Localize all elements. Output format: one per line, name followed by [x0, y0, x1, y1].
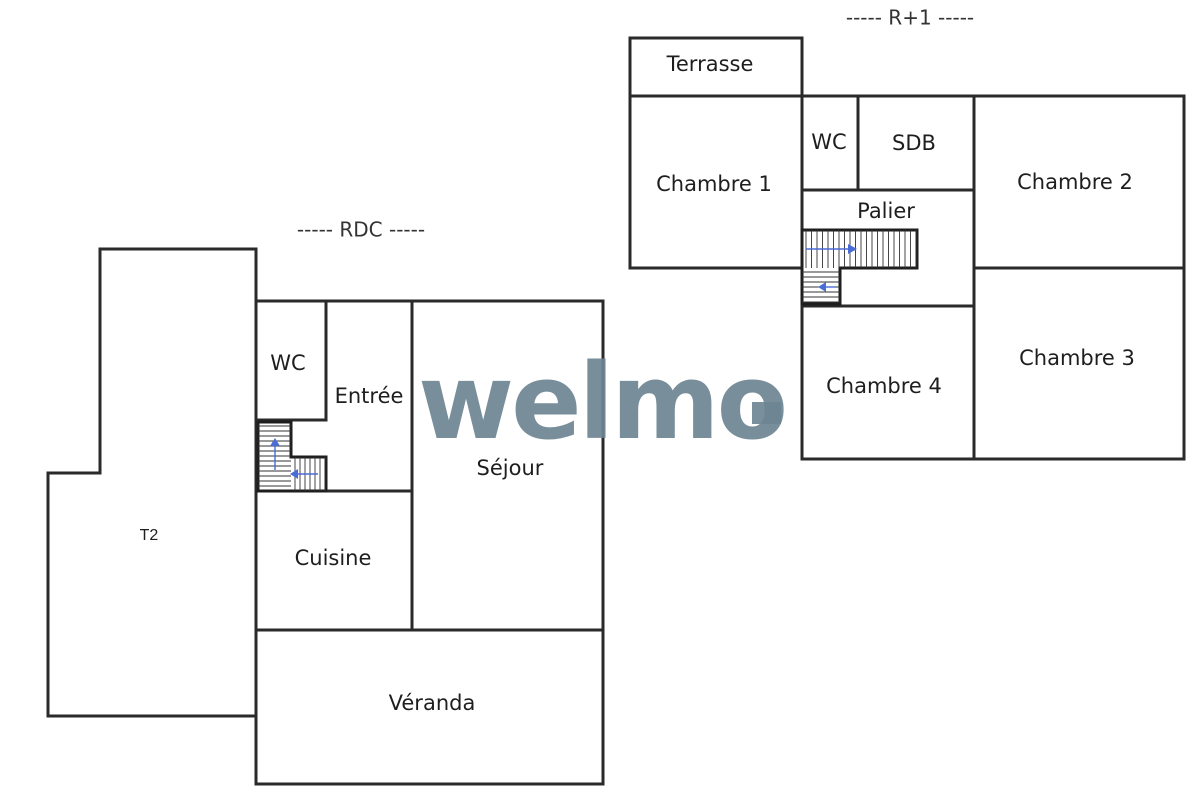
- welmo-watermark-logo: welmo: [418, 341, 788, 463]
- room-sejour-label: Séjour: [477, 456, 544, 480]
- room-chambre3-label: Chambre 3: [1019, 346, 1135, 370]
- room-wc-label: WC: [270, 351, 305, 375]
- watermark-dash: [752, 402, 781, 424]
- ground-staircase: [256, 420, 328, 493]
- ground-floor-label: ----- RDC -----: [297, 218, 425, 242]
- ground-stair-arrow-left-icon: [290, 469, 298, 479]
- room-t2-label: T2: [140, 527, 159, 544]
- ground-stair-arrow-up-icon: [270, 438, 280, 446]
- room-veranda-label: Véranda: [389, 691, 476, 715]
- ground-main-outline: [254, 299, 605, 786]
- room-wc-upper-label: WC: [811, 130, 846, 154]
- room-chambre1-label: Chambre 1: [656, 172, 772, 196]
- first-stair-arrow-left-icon: [818, 282, 826, 292]
- first-floor: ----- R+1 ----- Terrasse Chambre 1 WC SD…: [628, 6, 1186, 461]
- room-entree-label: Entrée: [335, 384, 404, 408]
- ground-floor: ----- RDC ----- T2 WC Entrée Séjour Cuis…: [46, 218, 605, 786]
- room-cuisine-label: Cuisine: [295, 546, 372, 570]
- room-chambre4-outline: [800, 304, 976, 461]
- room-palier-label: Palier: [857, 199, 915, 223]
- first-stair-arrow-right-icon: [848, 244, 857, 254]
- first-staircase: [800, 228, 919, 306]
- room-chambre2-label: Chambre 2: [1017, 170, 1133, 194]
- room-chambre4-label: Chambre 4: [826, 374, 942, 398]
- room-sdb-label: SDB: [892, 131, 936, 155]
- watermark-text: welmo: [418, 341, 785, 463]
- room-t2-outline: [46, 247, 258, 718]
- first-floor-label: ----- R+1 -----: [846, 6, 974, 30]
- room-terrasse-label: Terrasse: [666, 52, 754, 76]
